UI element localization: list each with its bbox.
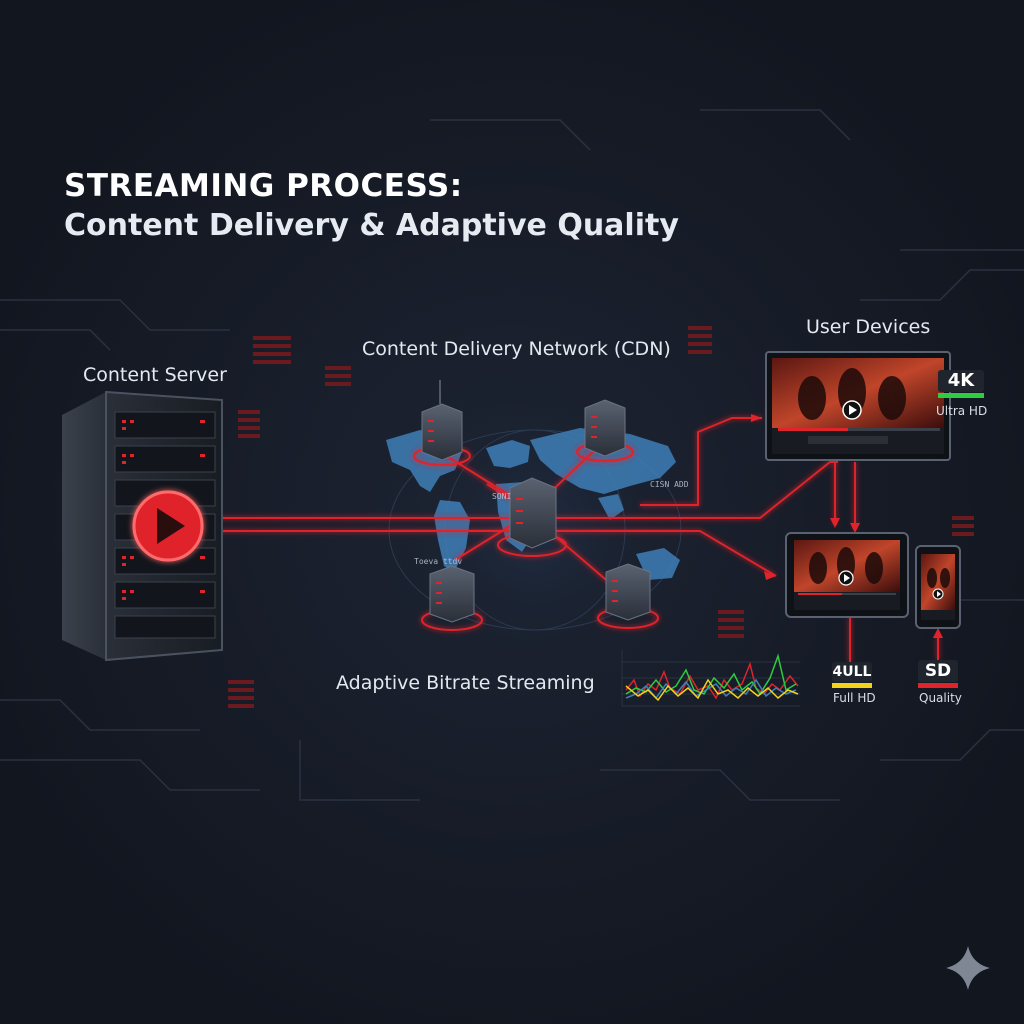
- tablet-play-icon[interactable]: [838, 570, 854, 586]
- map-tag-c: Toeva ttdv: [414, 557, 463, 566]
- phone-device: [915, 545, 961, 629]
- badge-4k: 4K: [938, 370, 984, 392]
- cdn-node-southwest: [421, 565, 483, 631]
- arrowheads: [751, 414, 943, 638]
- badge-4k-bar: [938, 393, 984, 398]
- page-subtitle: Content Delivery & Adaptive Quality: [64, 208, 679, 243]
- badge-sd: SD: [918, 660, 958, 682]
- bitrate-waveform: [621, 650, 800, 707]
- page-title: STREAMING PROCESS:: [64, 168, 463, 204]
- tv-play-icon[interactable]: [842, 400, 862, 420]
- badge-full-hd: 4ULL: [832, 662, 872, 682]
- phone-play-icon[interactable]: [932, 588, 944, 600]
- adaptive-bitrate-label: Adaptive Bitrate Streaming: [336, 672, 595, 694]
- cdn-label: Content Delivery Network (CDN): [362, 338, 671, 360]
- circuit-traces: [0, 109, 1024, 801]
- badge-4k-caption: Ultra HD: [936, 404, 988, 418]
- user-devices-label: User Devices: [806, 316, 931, 338]
- badge-sd-bar: [918, 683, 958, 688]
- cdn-node-southeast: [597, 563, 659, 629]
- cdn-node-northeast: [576, 399, 634, 462]
- content-server-label: Content Server: [83, 364, 227, 386]
- cdn-node-center: [497, 477, 567, 557]
- badge-full-hd-bar: [832, 683, 872, 688]
- red-stripe-blocks: [228, 326, 974, 708]
- badge-full-hd-caption: Full HD: [833, 691, 876, 705]
- cdn-node-northwest: [413, 380, 471, 466]
- badge-sd-caption: Quality: [919, 691, 962, 705]
- play-icon[interactable]: [132, 490, 204, 562]
- map-tag-a: SONI: [492, 492, 512, 501]
- sparkle-icon: [946, 946, 990, 990]
- map-tag-b: CISN ADD: [650, 480, 689, 489]
- server-rack-icon: [62, 390, 223, 662]
